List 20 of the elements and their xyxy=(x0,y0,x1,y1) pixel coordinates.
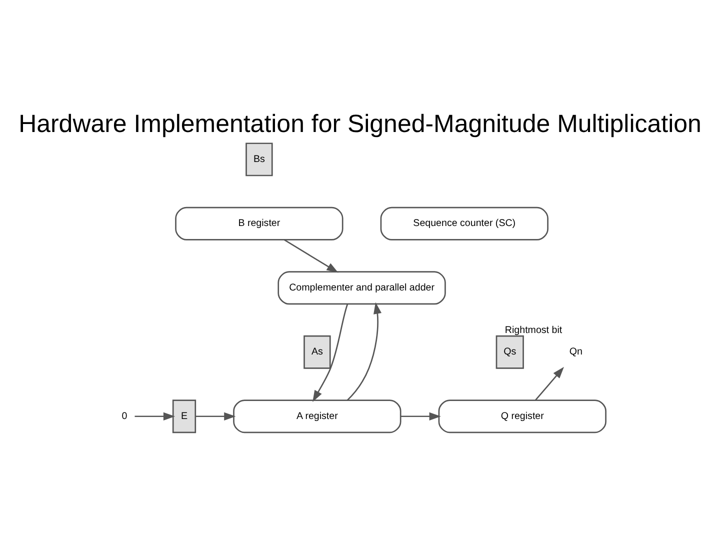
arrow xyxy=(134,412,176,420)
node-box: Bs xyxy=(246,142,273,176)
node-box: E xyxy=(172,399,196,433)
node-text: 0 xyxy=(122,410,128,422)
node-box: Q register xyxy=(438,399,606,433)
node-box: B register xyxy=(175,206,344,240)
node-box: As xyxy=(304,334,331,368)
diagram-title: Hardware Implementation for Signed-Magnitude Multiplication xyxy=(18,110,702,138)
arrow xyxy=(312,304,348,402)
arrow xyxy=(346,302,382,400)
arrow xyxy=(195,412,236,420)
arrow xyxy=(284,238,338,272)
node-text: Qn xyxy=(569,346,582,358)
node-box: A register xyxy=(233,399,402,433)
arrow xyxy=(400,412,441,420)
node-box: Complementer and parallel adder xyxy=(278,270,446,304)
node-box: Qs xyxy=(496,334,524,368)
node-box: Sequence counter (SC) xyxy=(380,206,548,240)
arrow xyxy=(534,366,564,400)
node-label: Rightmost bit xyxy=(504,324,562,336)
